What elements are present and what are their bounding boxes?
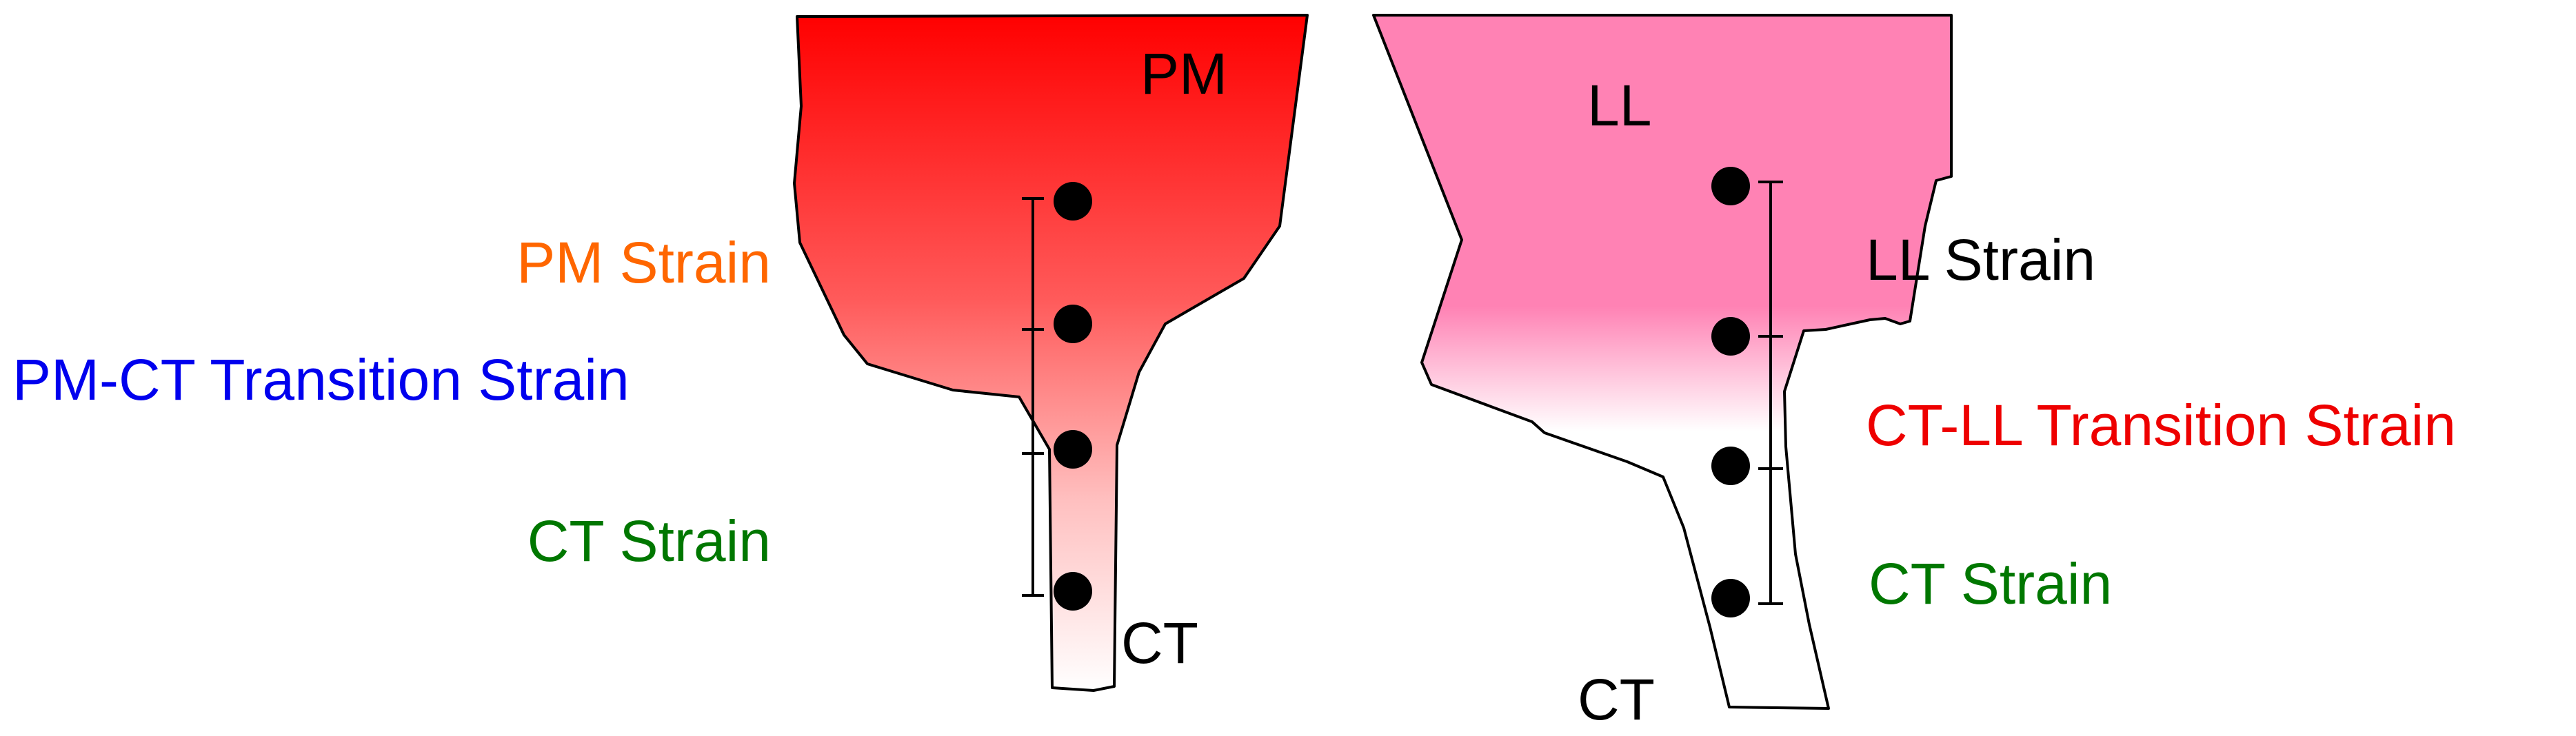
marker-dot [1054, 305, 1092, 343]
marker-dot [1711, 447, 1750, 485]
pm-muscle-tendon-shape [793, 14, 1309, 692]
marker-dot [1711, 317, 1750, 356]
marker-dot [1711, 167, 1750, 205]
ll-label: LL [1587, 73, 1651, 138]
ct-ll-transition-strain-label: CT-LL Transition Strain [1866, 393, 2456, 458]
left-ct-label: CT [1121, 611, 1198, 675]
pm-ct-markers [1054, 182, 1092, 611]
pm-strain-label: PM Strain [516, 230, 771, 295]
ll-ct-diagram: LL CT LL Strain CT-LL Transition Strain … [1372, 14, 2456, 732]
marker-dot [1711, 579, 1750, 617]
marker-dot [1054, 572, 1092, 611]
ll-strain-bracket [1758, 181, 1783, 605]
left-ct-strain-label: CT Strain [527, 509, 771, 573]
pm-ct-transition-strain-label: PM-CT Transition Strain [12, 347, 630, 412]
ll-ct-markers [1711, 167, 1750, 617]
marker-dot [1054, 430, 1092, 469]
pm-label: PM [1140, 41, 1227, 106]
marker-dot [1054, 182, 1092, 221]
ll-muscle-tendon-shape [1372, 14, 1953, 710]
pm-ct-diagram: PM CT PM Strain PM-CT Transition Strain … [12, 14, 1309, 692]
ll-strain-label: LL Strain [1866, 227, 2095, 292]
right-ct-label: CT [1578, 667, 1655, 732]
right-ct-strain-label: CT Strain [1869, 551, 2112, 616]
pm-strain-bracket [1022, 197, 1044, 597]
